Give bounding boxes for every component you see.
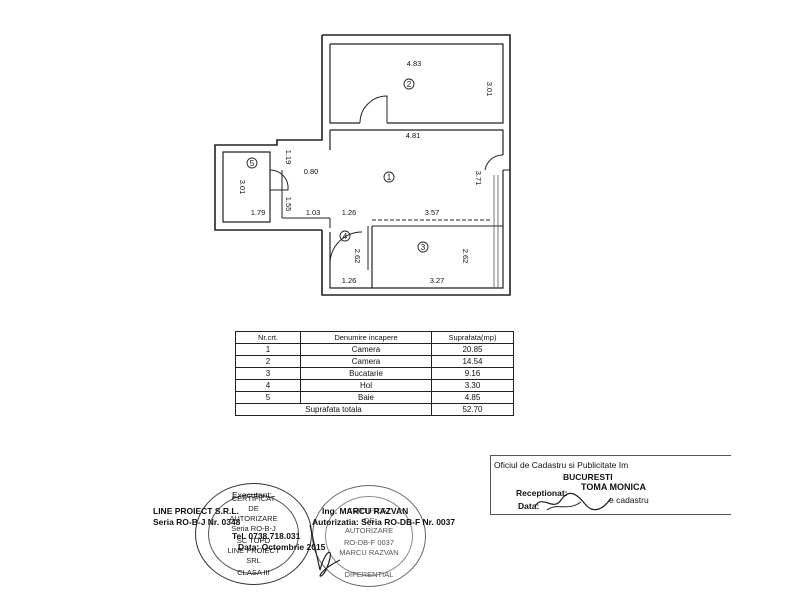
total-label: Suprafata totala xyxy=(235,403,432,416)
stamp-office: Oficiul de Cadastru si Publicitate Im xyxy=(494,460,629,470)
header-suprafata: Suprafata(mp) xyxy=(431,331,514,344)
stamp-receptionist-name: TOMA MONICA xyxy=(581,482,646,492)
executant-signature-scribble xyxy=(309,524,341,577)
cell-nr: 1 xyxy=(235,343,301,356)
seal-left-line: CLASA III xyxy=(237,568,270,577)
executant-company: LINE PROIECT S.R.L. xyxy=(153,506,239,516)
rooms-table: Nr.crt. Denumire incapere Suprafata(mp) … xyxy=(235,331,514,416)
cell-nr: 2 xyxy=(235,355,301,368)
door-arc-bath xyxy=(269,169,289,191)
cell-name: Camera xyxy=(300,355,432,368)
dim-room4-width: 1.26 xyxy=(342,276,357,285)
total-value: 52.70 xyxy=(431,403,514,416)
cell-area: 3.30 xyxy=(431,379,514,392)
dim-room1-height: 3.71 xyxy=(474,171,483,186)
dim-room2-height: 3.01 xyxy=(485,82,494,97)
outer-wall-top xyxy=(322,34,511,140)
header-denumire: Denumire incapere xyxy=(300,331,432,344)
cell-name: Hol xyxy=(300,379,432,392)
executant-phone: Tel. 0738.718.031 xyxy=(232,531,301,541)
cell-name: Baie xyxy=(300,391,432,404)
stamp-date-suffix: e cadastru xyxy=(609,495,649,505)
executant-authorization: Autorizatia: Seria RO-DB-F Nr. 0037 xyxy=(312,517,456,527)
outer-wall-right xyxy=(321,140,511,296)
dim-room4-height: 2.62 xyxy=(353,249,362,264)
room-label-4: 4 xyxy=(343,232,348,241)
seal-right-line: RO-DB-F 0037 xyxy=(343,538,394,547)
table-row: 3 Bucatarie 9.16 xyxy=(235,367,514,380)
seal-left-line: AUTORIZARE xyxy=(229,514,278,523)
seal-right-line: CERTIFICAT xyxy=(347,506,391,515)
seal-left-line: SC TOPO xyxy=(236,536,271,545)
seal-left-line: Seria RO-B-J xyxy=(231,524,276,533)
seal-right-inner xyxy=(325,496,413,576)
table-total-row: Suprafata totala 52.70 xyxy=(235,403,514,416)
cell-nr: 5 xyxy=(235,391,301,404)
executant-series: Seria RO-B-J Nr. 0348 xyxy=(153,517,241,527)
executant-engineer: Ing. MARCU RAZVAN xyxy=(322,506,409,516)
cell-name: Camera xyxy=(300,343,432,356)
seal-left-line: SRL xyxy=(246,556,261,565)
door-arc-room2 xyxy=(359,95,388,124)
table-row: 2 Camera 14.54 xyxy=(235,355,514,368)
seal-right: CERTIFICAT DE AUTORIZARE RO-DB-F 0037 MA… xyxy=(312,485,426,587)
cell-area: 9.16 xyxy=(431,367,514,380)
dim-room1-width: 4.81 xyxy=(406,131,421,140)
header-nr: Nr.crt. xyxy=(235,331,301,344)
dim-room3-height: 2.62 xyxy=(461,249,470,264)
table-header-row: Nr.crt. Denumire incapere Suprafata(mp) xyxy=(235,331,514,344)
seal-right-line: AUTORIZARE xyxy=(344,526,394,535)
room-label-5: 5 xyxy=(250,159,255,168)
seal-right-line: MARCU RAZVAN xyxy=(339,548,399,557)
door-arc-right xyxy=(484,154,504,171)
seal-left-line: DE xyxy=(248,504,259,513)
seal-left-inner xyxy=(208,494,299,574)
door-arc-hall xyxy=(329,231,363,263)
dim-door-b: 0.80 xyxy=(304,167,319,176)
table-row: 1 Camera 20.85 xyxy=(235,343,514,356)
seal-right-line: DIFERENTIAL xyxy=(344,570,394,579)
cell-area: 14.54 xyxy=(431,355,514,368)
cell-name: Bucatarie xyxy=(300,367,432,380)
seal-left-line: CERTIFICAT xyxy=(231,494,276,503)
room-label-1: 1 xyxy=(387,173,392,182)
dim-door-c: 1.55 xyxy=(284,197,293,212)
dim-room5-height: 3.01 xyxy=(238,180,247,195)
dim-door-a: 1.19 xyxy=(284,150,293,165)
room-label-2: 2 xyxy=(407,80,412,89)
dim-seg-b: 1.26 xyxy=(342,208,357,217)
cell-nr: 3 xyxy=(235,367,301,380)
seal-left-line: LINE PROIECT xyxy=(227,546,280,555)
dim-room2-width: 4.83 xyxy=(407,59,422,68)
stamp-date-label: Data: xyxy=(518,501,540,511)
cell-area: 4.85 xyxy=(431,391,514,404)
dim-seg-c: 3.57 xyxy=(425,208,440,217)
table-row: 5 Baie 4.85 xyxy=(235,391,514,404)
executant-label: Executant: xyxy=(232,490,273,500)
outer-wall-left-top xyxy=(214,35,323,231)
seal-left: CERTIFICAT DE AUTORIZARE Seria RO-B-J SC… xyxy=(195,483,312,585)
floor-plan: 2 1 3 4 5 4.83 3.01 4.81 3.71 3.01 1.79 … xyxy=(214,34,511,296)
executant-date: Data: Octombrie 2015 xyxy=(238,542,326,552)
seal-right-line: DE xyxy=(363,516,375,525)
cell-area: 20.85 xyxy=(431,343,514,356)
cadastru-stamp-box: Oficiul de Cadastru si Publicitate Im BU… xyxy=(490,455,731,515)
stamp-receptionist-label: Receptionat: xyxy=(516,488,568,498)
stamp-signature-scribble xyxy=(534,492,612,511)
room-label-3: 3 xyxy=(421,243,426,252)
cell-nr: 4 xyxy=(235,379,301,392)
dim-room5-width: 1.79 xyxy=(251,208,266,217)
stamp-city: BUCURESTI xyxy=(563,472,613,482)
table-row: 4 Hol 3.30 xyxy=(235,379,514,392)
dim-seg-a: 1.03 xyxy=(306,208,321,217)
dim-room3-width: 3.27 xyxy=(430,276,445,285)
